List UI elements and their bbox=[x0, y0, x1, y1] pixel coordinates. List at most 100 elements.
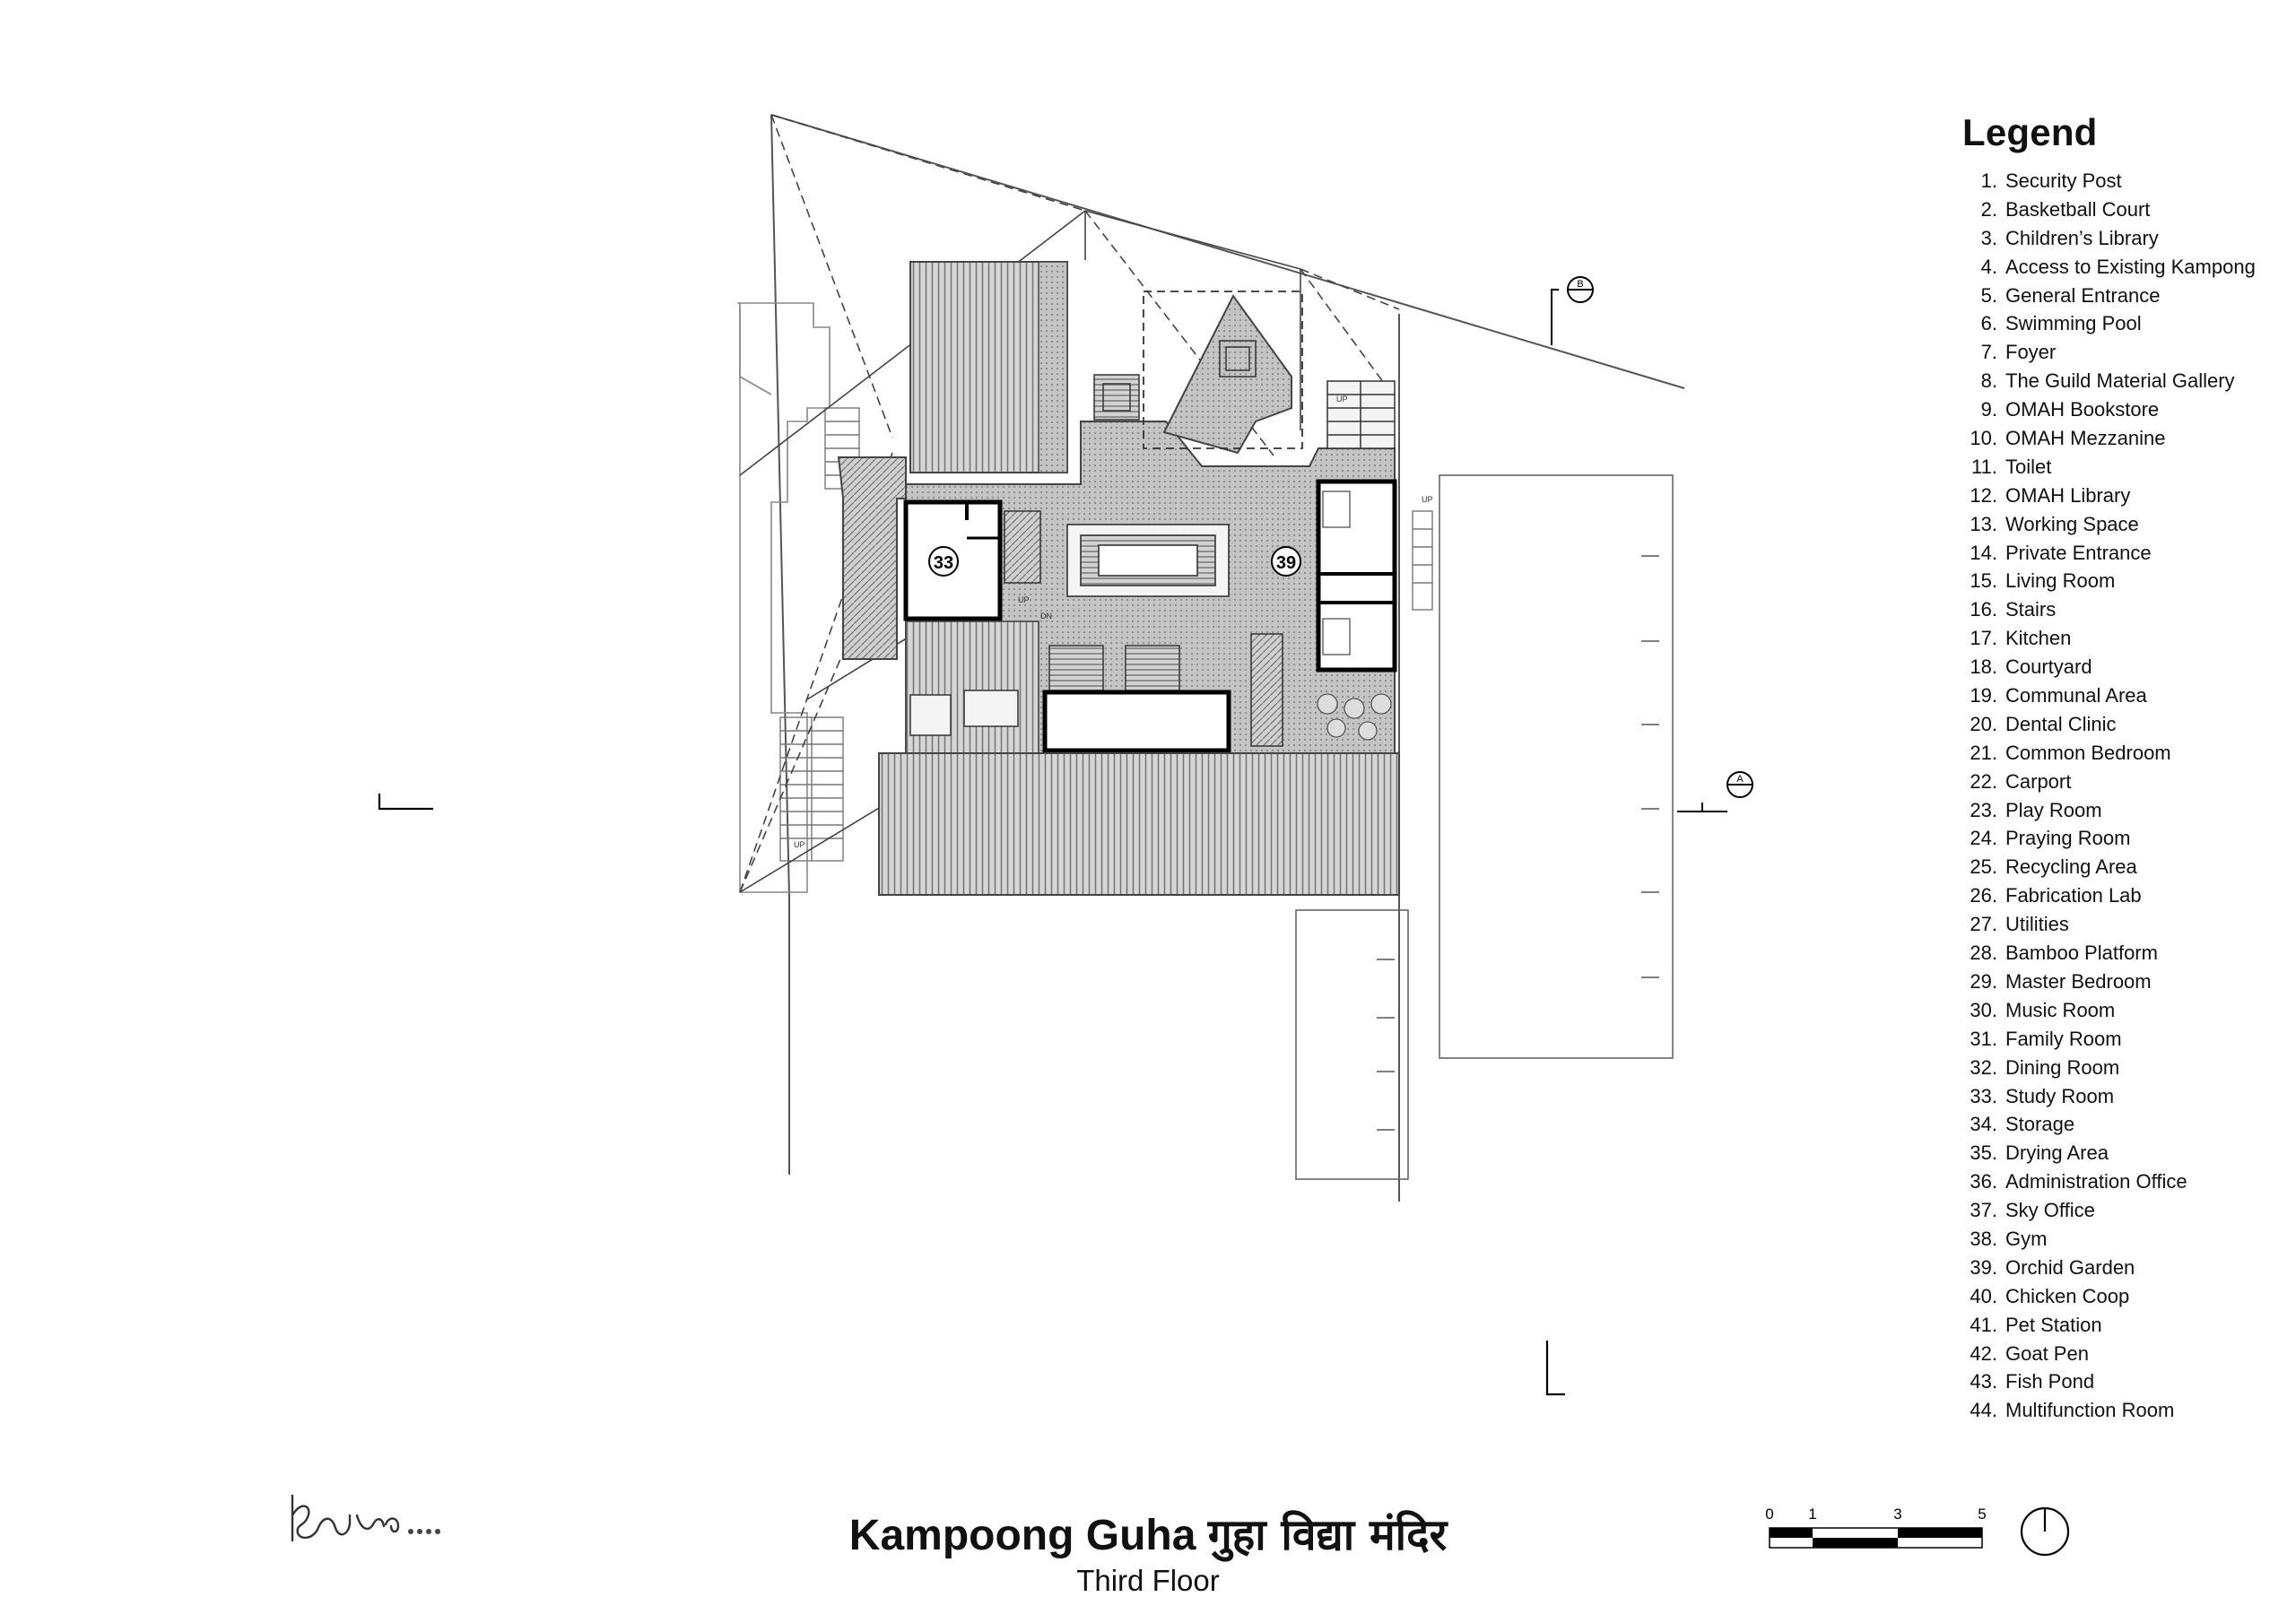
legend-item-label: Recycling Area bbox=[2005, 855, 2137, 879]
legend-item: 33.Study Room bbox=[1962, 1082, 2285, 1111]
legend-item: 42.Goat Pen bbox=[1962, 1340, 2285, 1368]
legend-heading: Legend bbox=[1962, 111, 2098, 153]
legend-item-label: Toilet bbox=[2005, 455, 2052, 478]
legend-item-number: 43. bbox=[1970, 1370, 1997, 1393]
legend-item-label: Utilities bbox=[2005, 913, 2069, 936]
legend-item-number: 26. bbox=[1970, 884, 1997, 907]
legend-item-label: Dental Clinic bbox=[2005, 712, 2117, 735]
room-tag-39: 39 bbox=[1271, 546, 1301, 577]
legend-item-label: Study Room bbox=[2005, 1084, 2115, 1107]
title-main: Kampoong Guha bbox=[848, 1512, 1196, 1559]
legend-item-label: The Guild Material Gallery bbox=[2005, 369, 2235, 393]
south-terrace bbox=[878, 752, 1400, 896]
legend-item-number: 5. bbox=[1980, 283, 1997, 307]
legend-item: 34. Storage bbox=[1962, 1110, 2285, 1139]
legend-item-number: 35. bbox=[1970, 1141, 1997, 1165]
svg-text:UP: UP bbox=[1018, 595, 1030, 604]
legend-item: 32.Dining Room bbox=[1962, 1054, 2285, 1082]
legend-item-label: Drying Area bbox=[2005, 1141, 2109, 1165]
toilet-block bbox=[1316, 479, 1397, 673]
section-marker-b: B bbox=[1551, 276, 1594, 345]
stair-notes: UP UP UP UP DN bbox=[794, 395, 1433, 849]
legend-item-number: 38. bbox=[1970, 1227, 1997, 1250]
legend-item-label: Master Bedroom bbox=[2005, 969, 2152, 993]
pavilion-dashed-frame bbox=[1143, 291, 1303, 449]
parking-arrows bbox=[1377, 555, 1659, 1131]
roof-north-strip bbox=[1038, 261, 1068, 473]
legend-item: 2.Basketball Court bbox=[1962, 195, 2285, 224]
scale-bar-graphic: 0 1 3 5 bbox=[1765, 1506, 1987, 1549]
svg-text:UP: UP bbox=[794, 840, 805, 849]
studio-logo bbox=[285, 1488, 447, 1556]
legend-item-label: Praying Room bbox=[2005, 827, 2131, 850]
legend-item: 3.Children’s Library bbox=[1962, 224, 2285, 253]
legend-item-label: OMAH Bookstore bbox=[2005, 398, 2160, 421]
svg-text:UP: UP bbox=[1422, 495, 1433, 504]
legend-item-label: Sky Office bbox=[2005, 1199, 2095, 1222]
study-room-33 bbox=[903, 499, 1041, 621]
legend-item-number: 11. bbox=[1971, 455, 1997, 478]
legend-item-label: OMAH Library bbox=[2005, 483, 2131, 507]
legend-item-label: Fabrication Lab bbox=[2005, 884, 2142, 907]
legend-item: 5.General Entrance bbox=[1962, 282, 2285, 310]
legend-item: 36. Administration Office bbox=[1962, 1167, 2285, 1196]
legend-item-number: 19. bbox=[1970, 684, 1997, 707]
legend-item-number: 7. bbox=[1980, 341, 1997, 364]
legend-item: 40.Chicken Coop bbox=[1962, 1282, 2285, 1311]
drawing-title: Kampoong Guha गुहा विद्या मंदिर bbox=[0, 1505, 2296, 1563]
svg-text:B: B bbox=[1577, 279, 1583, 290]
legend-item-label: Administration Office bbox=[2005, 1170, 2187, 1193]
legend-item-number: 16. bbox=[1970, 598, 1997, 621]
legend-item-number: 29. bbox=[1970, 969, 1997, 993]
title-hindi: गुहा विद्या मंदिर bbox=[1207, 1510, 1448, 1560]
studio-logo-mark bbox=[291, 1494, 440, 1542]
section-ticks bbox=[378, 794, 1565, 1396]
legend-item: 13.Working Space bbox=[1962, 510, 2285, 539]
legend-item-number: 6. bbox=[1980, 312, 1997, 335]
room-tag-33: 33 bbox=[928, 546, 959, 577]
left-setback-line bbox=[737, 302, 831, 893]
drawing-subtitle: Third Floor bbox=[1076, 1564, 1220, 1597]
legend-item: 41.Pet Station bbox=[1962, 1311, 2285, 1340]
legend-item-number: 27. bbox=[1970, 913, 1997, 936]
lower-planters bbox=[1048, 633, 1283, 747]
legend-item: 20. Dental Clinic bbox=[1962, 710, 2285, 739]
legend-item: 24. Praying Room bbox=[1962, 824, 2285, 853]
legend-item-number: 2. bbox=[1980, 197, 1997, 221]
legend-item-number: 36. bbox=[1970, 1170, 1997, 1193]
legend-item: 22.Carport bbox=[1962, 768, 2285, 796]
legend-item-number: 20. bbox=[1970, 712, 1997, 735]
svg-text:A: A bbox=[1736, 774, 1744, 785]
east-stair bbox=[1326, 380, 1396, 449]
north-pavilion bbox=[1162, 294, 1292, 455]
legend-item: 28. Bamboo Platform bbox=[1962, 939, 2285, 968]
legend-item-label: Living Room bbox=[2005, 569, 2116, 593]
legend-item-label: Foyer bbox=[2005, 341, 2057, 364]
skylight bbox=[1219, 340, 1257, 378]
legend-item-number: 23. bbox=[1970, 798, 1997, 821]
legend-item-label: Orchid Garden bbox=[2005, 1255, 2135, 1279]
legend-item: 37. Sky Office bbox=[1962, 1196, 2285, 1225]
legend-item-number: 42. bbox=[1970, 1341, 1997, 1365]
legend-item-label: Chicken Coop bbox=[2005, 1284, 2130, 1307]
scale-tick-3: 3 bbox=[1893, 1506, 1901, 1523]
legend-item-label: Kitchen bbox=[2005, 627, 2072, 650]
legend-item-label: Bamboo Platform bbox=[2005, 942, 2158, 965]
legend-item-label: Dining Room bbox=[2005, 1055, 2120, 1079]
legend-item-number: 28. bbox=[1970, 942, 1997, 965]
legend-item-number: 34. bbox=[1970, 1113, 1997, 1136]
legend-item: 16.Stairs bbox=[1962, 595, 2285, 624]
legend-item: 19.Communal Area bbox=[1962, 681, 2285, 710]
legend-item-number: 4. bbox=[1980, 255, 1997, 278]
legend-item: 31.Family Room bbox=[1962, 1025, 2285, 1054]
legend-item-label: Storage bbox=[2005, 1113, 2075, 1136]
legend-item-number: 37. bbox=[1970, 1199, 1997, 1222]
skylight-left bbox=[1093, 374, 1140, 421]
svg-text:39: 39 bbox=[1276, 553, 1296, 573]
legend-item-number: 8. bbox=[1980, 369, 1997, 393]
legend-item-number: 24. bbox=[1970, 827, 1997, 850]
north-arrow-icon bbox=[2020, 1506, 2070, 1557]
